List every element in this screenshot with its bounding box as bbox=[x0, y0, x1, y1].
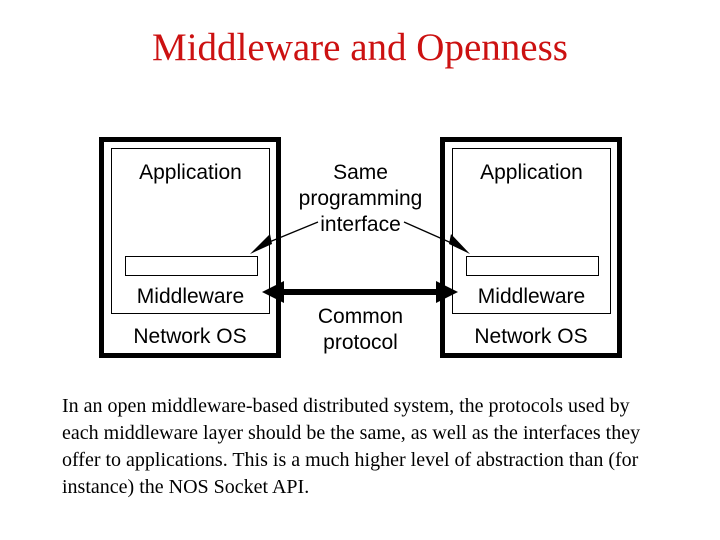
stack-box-right bbox=[452, 148, 611, 314]
annotation-protocol-line-1: Common bbox=[317, 305, 404, 328]
annotation-common-protocol: Common protocol bbox=[281, 304, 440, 356]
annotation-protocol-line-2: protocol bbox=[323, 331, 398, 354]
label-middleware-right: Middleware bbox=[477, 285, 586, 308]
label-application-right: Application bbox=[480, 161, 583, 184]
label-network-os-right: Network OS bbox=[474, 325, 588, 348]
annotation-same-programming-interface: Same programming interface bbox=[281, 160, 440, 238]
interface-bar-left bbox=[125, 256, 258, 276]
label-network-os-left: Network OS bbox=[133, 325, 247, 348]
label-middleware-left: Middleware bbox=[136, 285, 245, 308]
annotation-interface-line-2: programming bbox=[298, 187, 423, 210]
annotation-interface-line-3: interface bbox=[320, 213, 401, 236]
body-paragraph: In an open middleware-based distributed … bbox=[62, 395, 641, 498]
page-title: Middleware and Openness bbox=[152, 26, 568, 69]
interface-bar-right bbox=[466, 256, 599, 276]
annotation-interface-line-1: Same bbox=[333, 161, 388, 184]
stack-box-left bbox=[111, 148, 270, 314]
label-application-left: Application bbox=[139, 161, 242, 184]
